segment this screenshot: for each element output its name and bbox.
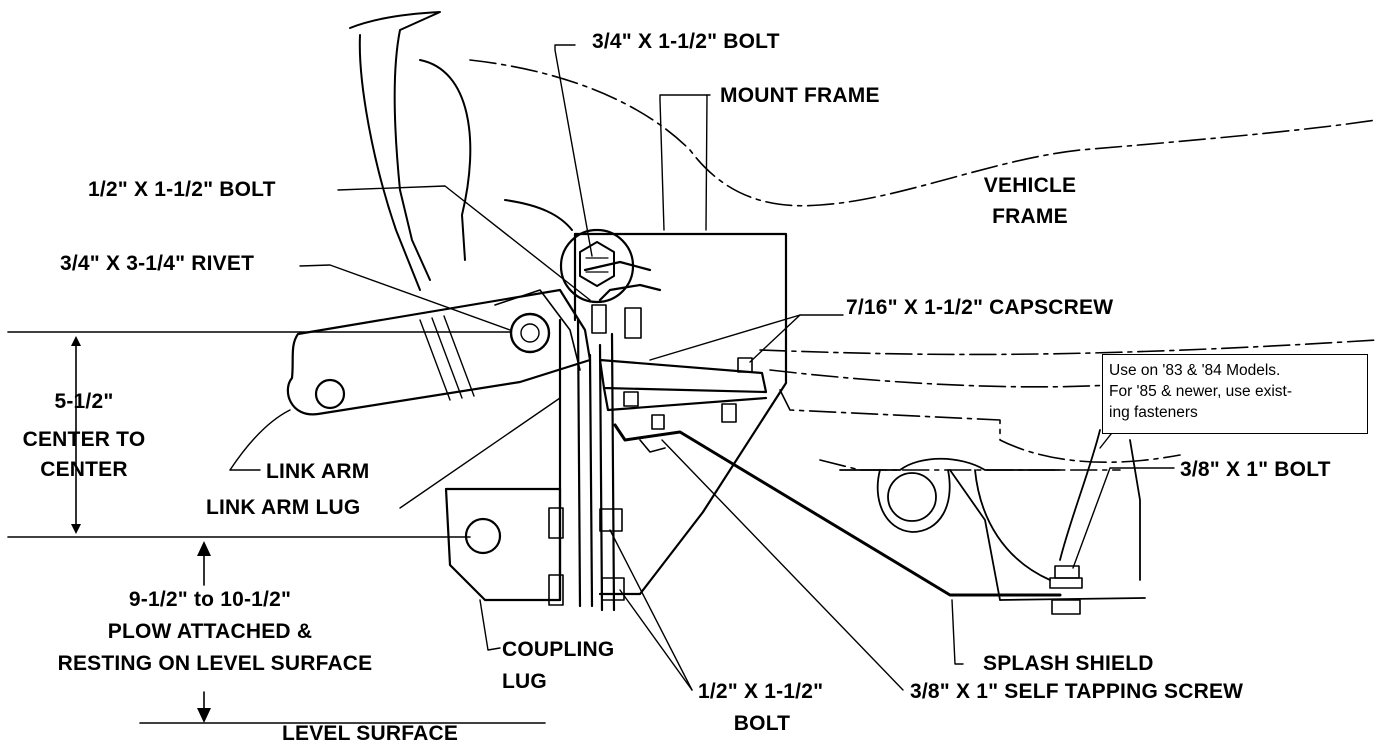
coupling-label-line2: LUG <box>502 670 547 693</box>
link-arm-label: LINK ARM <box>266 460 370 483</box>
fastener-note-box: Use on '83 & '84 Models. For '85 & newer… <box>1102 354 1368 434</box>
bolt-1-2-top-label: 1/2" X 1-1/2" BOLT <box>88 178 276 201</box>
note-line-3: ing fasteners <box>1109 404 1198 421</box>
link-arm <box>286 288 592 416</box>
level-surface-label: LEVEL SURFACE <box>281 722 459 745</box>
center-dim-line1: 5-1/2" <box>54 390 114 413</box>
large-bolt-head <box>559 228 635 304</box>
height-dim-line3: RESTING ON LEVEL SURFACE <box>57 652 373 675</box>
coupling-label-line1: COUPLING <box>502 638 615 661</box>
capscrew-bar <box>591 304 768 430</box>
bumper-outline <box>349 11 573 291</box>
bolt-1-2-bot-line1: 1/2" X 1-1/2" <box>698 680 824 703</box>
tapping-screw-label: 3/8" X 1" SELF TAPPING SCREW <box>910 680 1244 703</box>
rivet-label: 3/4" X 3-1/4" RIVET <box>60 252 255 275</box>
bolt-1-2-bot-line2: BOLT <box>733 712 791 735</box>
height-dim-line2: PLOW ATTACHED & <box>107 620 313 643</box>
height-dim-line1: 9-1/2" to 10-1/2" <box>128 588 292 611</box>
coupling-lug <box>444 487 625 606</box>
leader-lines <box>229 44 1175 691</box>
vehicle-label: VEHICLE <box>983 174 1077 197</box>
frame-label: FRAME <box>992 205 1068 228</box>
capscrew-label: 7/16" X 1-1/2" CAPSCREW <box>846 296 1114 319</box>
bolt-3-4-label: 3/4" X 1-1/2" BOLT <box>592 30 780 53</box>
note-line-2: For '85 & newer, use exist- <box>1109 383 1293 400</box>
splash-shield <box>613 423 1083 615</box>
mount-frame-label: MOUNT FRAME <box>720 84 880 107</box>
rivet <box>509 312 551 354</box>
bolt-3-8-label: 3/8" X 1" BOLT <box>1180 458 1331 481</box>
note-line-1: Use on '83 & '84 Models. <box>1109 362 1281 379</box>
center-dim-line3: CENTER <box>40 458 128 481</box>
dimension-lines <box>7 331 546 724</box>
link-arm-lug-label: LINK ARM LUG <box>206 496 361 519</box>
splash-shield-label: SPLASH SHIELD <box>983 652 1154 675</box>
mount-frame <box>558 232 788 612</box>
frame-bracket <box>839 429 1146 601</box>
center-dim-line2: CENTER TO <box>22 428 146 451</box>
